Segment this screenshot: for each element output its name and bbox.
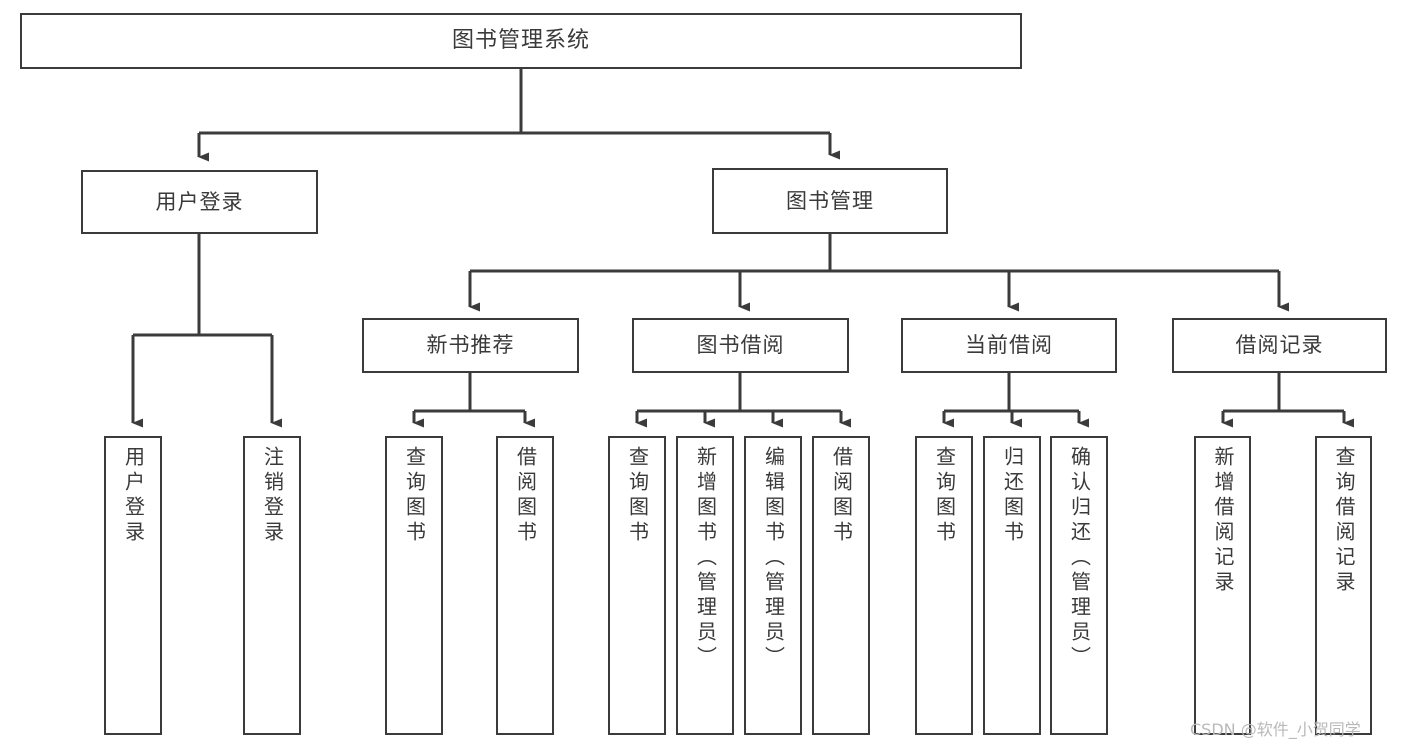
leaf-query-book-2-label: 查询图书 [625, 446, 650, 546]
leaf-confirm-return-label: 确认归还（管理员） [1067, 446, 1092, 671]
leaf-logout-login[interactable]: 注销登录 [243, 436, 301, 735]
node-user-login-label: 用户登录 [155, 189, 244, 214]
leaf-return-book-label: 归还图书 [1000, 446, 1025, 546]
node-root-label: 图书管理系统 [451, 28, 590, 54]
leaf-edit-book-label: 编辑图书（管理员） [761, 446, 786, 671]
leaf-add-record[interactable]: 新增借阅记录 [1194, 436, 1251, 735]
node-new-book-rec-label: 新书推荐 [426, 333, 515, 358]
leaf-add-record-label: 新增借阅记录 [1211, 446, 1235, 596]
leaf-confirm-return[interactable]: 确认归还（管理员） [1050, 436, 1108, 735]
node-new-book-rec[interactable]: 新书推荐 [362, 318, 579, 373]
leaf-logout-login-label: 注销登录 [260, 446, 285, 546]
leaf-borrow-book-2[interactable]: 借阅图书 [812, 436, 870, 735]
leaf-borrow-book-1-label: 借阅图书 [513, 446, 538, 546]
leaf-user-login-label: 用户登录 [121, 446, 146, 546]
watermark: CSDN @软件_小贺同学 [1190, 720, 1361, 739]
leaf-query-book-3[interactable]: 查询图书 [915, 436, 973, 735]
leaf-query-book-1-label: 查询图书 [402, 446, 427, 546]
leaf-query-record-label: 查询借阅记录 [1332, 446, 1356, 596]
node-root[interactable]: 图书管理系统 [20, 13, 1022, 69]
node-book-manage-label: 图书管理 [786, 188, 874, 213]
leaf-query-book-2[interactable]: 查询图书 [608, 436, 666, 735]
leaf-add-book[interactable]: 新增图书（管理员） [676, 436, 734, 735]
leaf-query-book-3-label: 查询图书 [932, 446, 957, 546]
leaf-user-login[interactable]: 用户登录 [104, 436, 162, 735]
leaf-borrow-book-2-label: 借阅图书 [829, 446, 854, 546]
node-book-borrow[interactable]: 图书借阅 [632, 318, 849, 373]
node-current-borrow[interactable]: 当前借阅 [901, 318, 1117, 373]
leaf-edit-book[interactable]: 编辑图书（管理员） [744, 436, 802, 735]
node-current-borrow-label: 当前借阅 [965, 333, 1053, 358]
leaf-query-book-1[interactable]: 查询图书 [385, 436, 443, 735]
leaf-return-book[interactable]: 归还图书 [983, 436, 1041, 735]
leaf-query-record[interactable]: 查询借阅记录 [1315, 436, 1372, 735]
leaf-borrow-book-1[interactable]: 借阅图书 [496, 436, 554, 735]
leaf-add-book-label: 新增图书（管理员） [693, 446, 718, 671]
node-book-manage[interactable]: 图书管理 [712, 168, 948, 234]
node-book-borrow-label: 图书借阅 [696, 333, 785, 358]
node-borrow-record-label: 借阅记录 [1235, 333, 1324, 358]
node-user-login[interactable]: 用户登录 [81, 170, 318, 234]
node-borrow-record[interactable]: 借阅记录 [1172, 318, 1387, 373]
